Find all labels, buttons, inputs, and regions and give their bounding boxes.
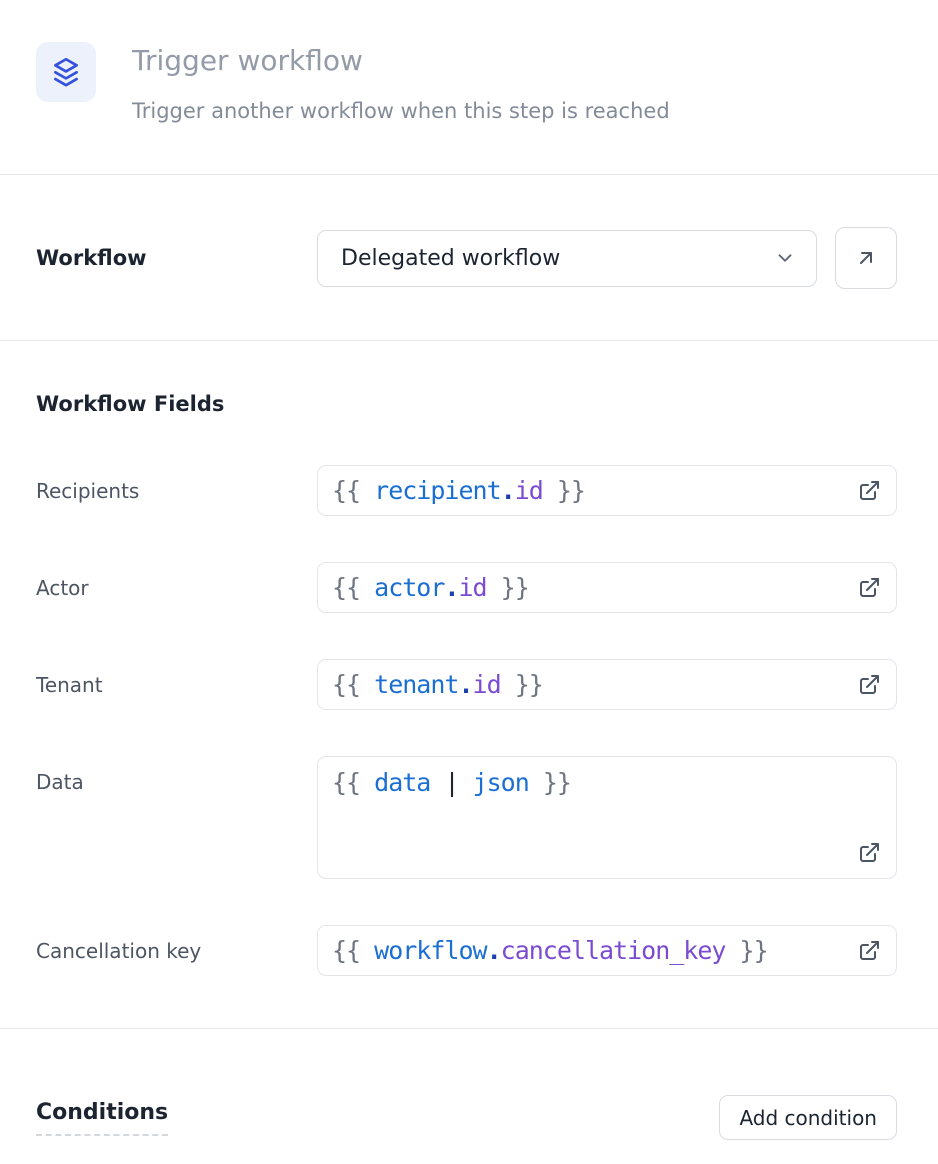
page-subtitle: Trigger another workflow when this step …	[132, 99, 670, 123]
divider	[0, 340, 938, 341]
field-input-data[interactable]: {{ data | json }}	[317, 756, 897, 879]
open-workflow-button[interactable]	[835, 227, 897, 289]
workflow-fields-heading: Workflow Fields	[36, 392, 225, 416]
divider	[0, 174, 938, 175]
external-link-icon[interactable]	[856, 840, 882, 866]
field-input-tenant[interactable]: {{ tenant.id }}	[317, 659, 897, 710]
workflow-select-row: Workflow Delegated workflow	[0, 175, 938, 340]
conditions-heading[interactable]: Conditions	[36, 1100, 169, 1136]
field-code-value: {{ recipient.id }}	[332, 476, 586, 505]
chevron-down-icon	[778, 254, 792, 262]
step-header-text: Trigger workflow Trigger another workflo…	[132, 42, 670, 124]
field-code-value: {{ tenant.id }}	[332, 670, 544, 699]
page-title: Trigger workflow	[132, 44, 363, 77]
field-label: Actor	[36, 575, 89, 600]
field-input-actor[interactable]: {{ actor.id }}	[317, 562, 897, 613]
field-label: Data	[36, 770, 84, 794]
conditions-section: Conditions Add condition	[0, 1029, 938, 1140]
field-row-cancellation-key: Cancellation key {{ workflow.cancellatio…	[36, 925, 897, 976]
field-row-tenant: Tenant {{ tenant.id }}	[36, 659, 897, 710]
field-label: Cancellation key	[36, 938, 202, 963]
workflow-select[interactable]: Delegated workflow	[317, 229, 817, 287]
layers-icon	[54, 57, 78, 87]
field-label: Tenant	[36, 672, 103, 697]
field-input-recipients[interactable]: {{ recipient.id }}	[317, 465, 897, 516]
step-type-icon-box	[36, 42, 96, 102]
field-row-recipients: Recipients {{ recipient.id }}	[36, 465, 897, 516]
external-link-icon[interactable]	[856, 575, 882, 601]
workflow-select-value: Delegated workflow	[341, 245, 561, 271]
external-link-icon[interactable]	[856, 938, 882, 964]
external-link-icon[interactable]	[856, 478, 882, 504]
field-code-value: {{ data | json }}	[332, 768, 572, 797]
add-condition-button[interactable]: Add condition	[719, 1095, 897, 1140]
field-label: Recipients	[36, 478, 140, 503]
workflow-label: Workflow	[36, 246, 147, 270]
field-code-value: {{ workflow.cancellation_key }}	[332, 936, 769, 965]
divider	[0, 1028, 938, 1029]
step-header: Trigger workflow Trigger another workflo…	[0, 0, 938, 174]
workflow-fields-section: Workflow Fields Recipients {{ recipient.…	[0, 341, 938, 1028]
field-input-cancellation-key[interactable]: {{ workflow.cancellation_key }}	[317, 925, 897, 976]
fields-list: Recipients {{ recipient.id }} Actor {{ a…	[36, 465, 897, 976]
field-code-value: {{ actor.id }}	[332, 573, 530, 602]
field-row-data: Data {{ data | json }}	[36, 756, 897, 879]
field-row-actor: Actor {{ actor.id }}	[36, 562, 897, 613]
arrow-up-right-icon	[860, 252, 872, 264]
external-link-icon[interactable]	[856, 672, 882, 698]
